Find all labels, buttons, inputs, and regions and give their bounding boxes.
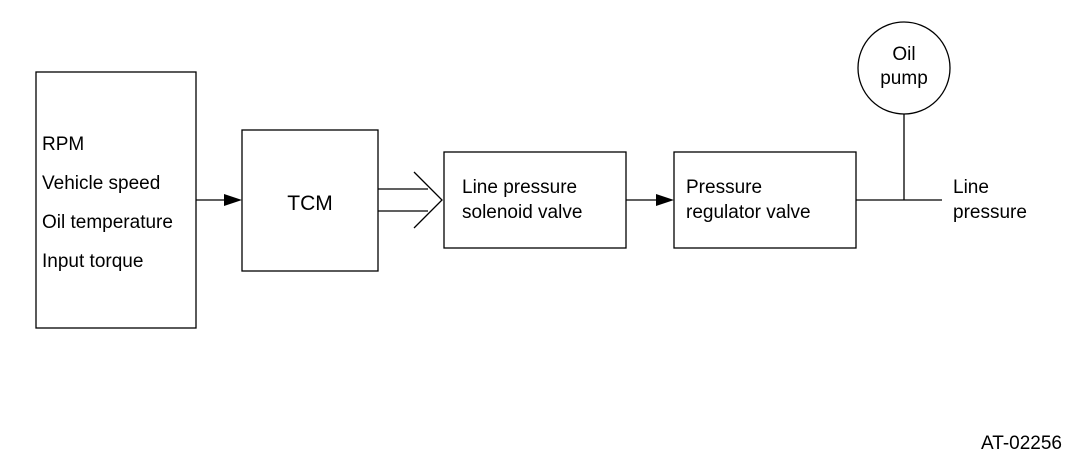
input-input-torque: Input torque [42, 251, 143, 272]
oil-pump-label-line1: Oil [892, 44, 915, 65]
solenoid-valve-box [443, 151, 627, 249]
regulator-valve-box [673, 151, 857, 249]
inputs-box [35, 71, 197, 329]
input-oil-temperature: Oil temperature [42, 212, 173, 233]
oil-pump-label-line2: pump [880, 68, 928, 89]
tcm-label: TCM [287, 192, 333, 215]
oil-pump-circle [857, 21, 951, 115]
regulator-label-line1: Pressure [686, 177, 762, 198]
double-arrow-tcm-to-solenoid [378, 171, 443, 229]
solenoid-label-line2: solenoid valve [462, 202, 582, 223]
arrow-solenoid-to-regulator-head [656, 194, 674, 206]
solenoid-label-line1: Line pressure [462, 177, 577, 198]
input-vehicle-speed: Vehicle speed [42, 173, 160, 194]
arrow-inputs-to-tcm-head [224, 194, 242, 206]
input-rpm: RPM [42, 134, 84, 155]
regulator-label-line2: regulator valve [686, 202, 811, 223]
figure-code: AT-02256 [981, 433, 1062, 454]
line-pressure-label-line2: pressure [953, 202, 1027, 223]
tcm-box [241, 129, 379, 272]
line-pressure-label-line1: Line [953, 177, 989, 198]
